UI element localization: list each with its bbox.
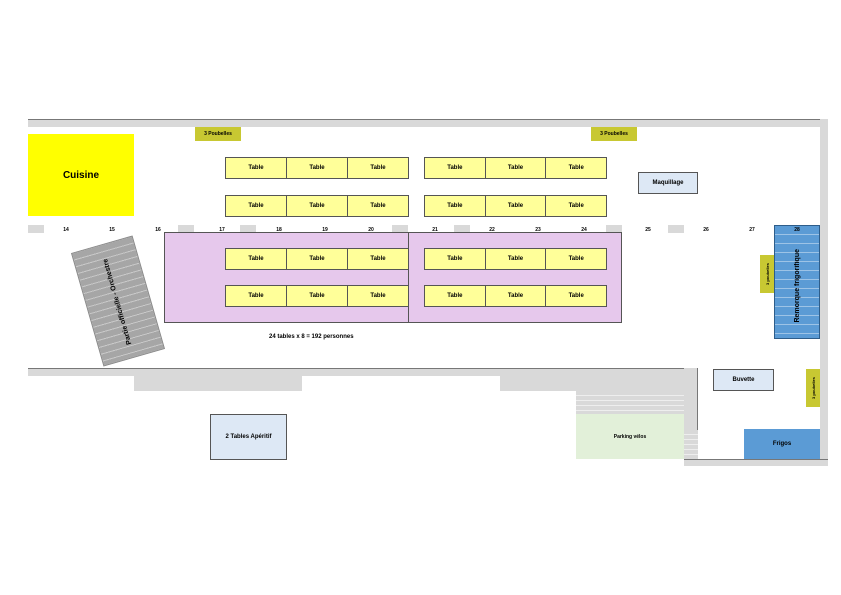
table: Table	[568, 165, 584, 171]
table-group: Table Table Table	[225, 157, 409, 179]
column-number: 15	[109, 227, 115, 233]
bins-label: 3 poubelles	[810, 376, 816, 399]
table-group: Table Table Table	[225, 195, 409, 217]
bins-right-upper: 3 poubelles	[760, 255, 774, 293]
column-number: 21	[432, 227, 438, 233]
aperitif-label: 2 Tables Apéritif	[225, 434, 272, 440]
table-group: Table Table Table	[424, 285, 607, 307]
frigos-label: Frigos	[772, 441, 792, 447]
bins-right-lower: 3 poubelles	[806, 369, 820, 407]
table: Table	[226, 196, 287, 216]
column-number: 27	[749, 227, 755, 233]
table-group: Table Table Table	[424, 195, 607, 217]
column-number: 26	[703, 227, 709, 233]
column-number: 16	[155, 227, 161, 233]
remorque-label-box: Remorque frigorifique	[774, 236, 820, 336]
table: Table	[226, 249, 287, 269]
aperitif-zone: 2 Tables Apéritif	[210, 414, 287, 460]
table: Table	[287, 286, 348, 306]
bins-label: 3 Poubelles	[204, 131, 232, 137]
remorque-label: Remorque frigorifique	[793, 249, 801, 323]
dance-floor-right	[408, 232, 622, 323]
dance-floor-left	[164, 232, 409, 323]
cuisine-zone: Cuisine	[28, 134, 134, 216]
table: Table	[568, 203, 584, 209]
table: Table	[425, 158, 486, 178]
table: Table	[370, 203, 386, 209]
parking-ramp-right	[684, 430, 698, 459]
maquillage-label: Maquillage	[652, 180, 684, 186]
column-number: 17	[219, 227, 225, 233]
lower-strip-left	[134, 376, 302, 391]
table-group: Table Table Table	[424, 248, 607, 270]
column-number: 20	[368, 227, 374, 233]
table: Table	[425, 249, 486, 269]
parking-zone: Parking vélos	[576, 414, 684, 459]
column-number: 14	[63, 227, 69, 233]
frigos-zone: Frigos	[744, 429, 820, 459]
bottom-wall	[684, 459, 828, 466]
cuisine-label: Cuisine	[62, 169, 100, 181]
buvette-zone: Buvette	[713, 369, 774, 391]
table: Table	[287, 196, 348, 216]
table: Table	[486, 196, 547, 216]
col-marker	[28, 225, 44, 233]
col-marker	[178, 225, 194, 233]
top-wall	[28, 119, 828, 127]
table: Table	[486, 158, 547, 178]
col-marker	[240, 225, 256, 233]
column-number: 19	[322, 227, 328, 233]
column-number: 23	[535, 227, 541, 233]
col-marker	[454, 225, 470, 233]
table: Table	[568, 256, 584, 262]
column-number: 24	[581, 227, 587, 233]
parking-label: Parking vélos	[613, 433, 647, 440]
bins-top-left: 3 Poubelles	[195, 127, 241, 141]
buvette-label: Buvette	[732, 377, 755, 383]
table: Table	[568, 293, 584, 299]
col-marker	[392, 225, 408, 233]
bins-top-right: 3 Poubelles	[591, 127, 637, 141]
table: Table	[486, 286, 547, 306]
table-group: Table Table Table	[424, 157, 607, 179]
bins-label: 3 Poubelles	[600, 131, 628, 137]
column-number: 25	[645, 227, 651, 233]
lower-ramp	[576, 391, 684, 414]
remorque-zone	[774, 225, 820, 339]
table: Table	[486, 249, 547, 269]
table: Table	[425, 286, 486, 306]
table-group: Table Table Table	[225, 248, 409, 270]
table: Table	[370, 256, 386, 262]
lower-strip-right	[500, 376, 684, 391]
column-number: 22	[489, 227, 495, 233]
table-group: Table Table Table	[225, 285, 409, 307]
col-marker	[606, 225, 622, 233]
table: Table	[287, 249, 348, 269]
col-marker	[668, 225, 684, 233]
column-number: 18	[276, 227, 282, 233]
table: Table	[425, 196, 486, 216]
capacity-note: 24 tables x 8 = 192 personnes	[269, 334, 354, 340]
right-wall	[820, 119, 828, 466]
bins-label: 3 poubelles	[764, 262, 770, 285]
table: Table	[370, 165, 386, 171]
middle-wall	[28, 368, 698, 376]
orchestre-stage: Partie officielle - Orchestre	[70, 235, 166, 367]
table: Table	[226, 286, 287, 306]
orchestre-label: Partie officielle - Orchestre	[102, 257, 134, 345]
maquillage-zone: Maquillage	[638, 172, 698, 194]
column-number: 28	[794, 227, 800, 233]
table: Table	[370, 293, 386, 299]
table: Table	[287, 158, 348, 178]
table: Table	[226, 158, 287, 178]
